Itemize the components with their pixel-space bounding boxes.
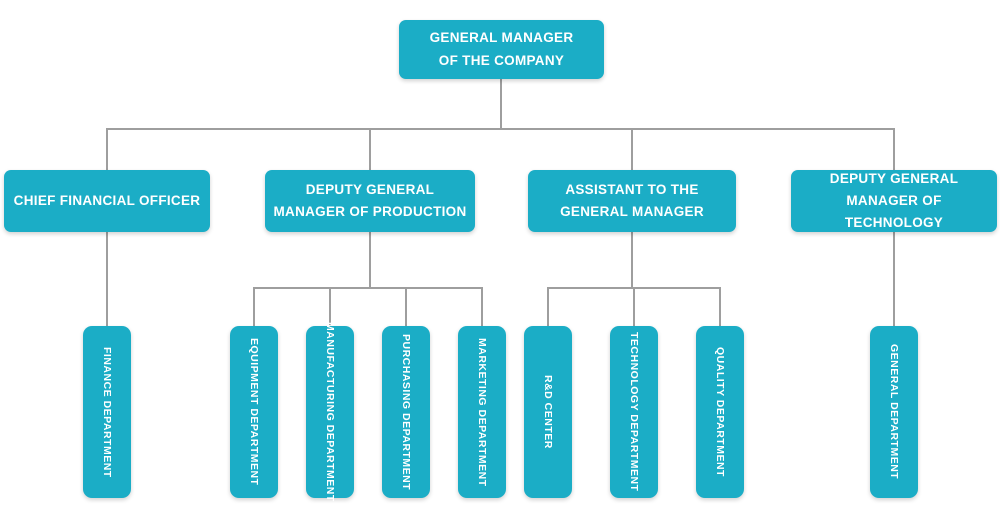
connector-line bbox=[631, 128, 633, 170]
node-deputy-gm-production: DEPUTY GENERAL MANAGER OF PRODUCTION bbox=[265, 170, 475, 232]
connector-line bbox=[253, 287, 255, 327]
connector-line bbox=[547, 287, 549, 327]
connector-line bbox=[329, 287, 331, 327]
connector-line bbox=[106, 128, 108, 170]
connector-line bbox=[369, 128, 371, 170]
connector-line bbox=[500, 79, 502, 129]
node-general-manager: GENERAL MANAGER OF THE COMPANY bbox=[399, 20, 604, 79]
node-assistant-general-manager: ASSISTANT TO THE GENERAL MANAGER bbox=[528, 170, 736, 232]
connector-line bbox=[106, 128, 895, 130]
connector-line bbox=[106, 231, 108, 326]
node-deputy-gm-technology: DEPUTY GENERAL MANAGER OF TECHNOLOGY bbox=[791, 170, 997, 232]
node-equipment-department: EQUIPMENT DEPARTMENT bbox=[230, 326, 278, 498]
node-chief-financial-officer: CHIEF FINANCIAL OFFICER bbox=[4, 170, 210, 232]
connector-line bbox=[631, 231, 633, 289]
connector-line bbox=[481, 287, 483, 327]
node-purchasing-department: PURCHASING DEPARTMENT bbox=[382, 326, 430, 498]
connector-line bbox=[369, 231, 371, 289]
connector-line bbox=[893, 128, 895, 170]
node-general-department: GENERAL DEPARTMENT bbox=[870, 326, 918, 498]
connector-line bbox=[253, 287, 483, 289]
node-marketing-department: MARKETING DEPARTMENT bbox=[458, 326, 506, 498]
node-manufacturing-department: MANUFACTURING DEPARTMENT bbox=[306, 322, 354, 502]
node-rd-center: R&D CENTER bbox=[524, 326, 572, 498]
connector-line bbox=[405, 287, 407, 327]
node-quality-department: QUALITY DEPARTMENT bbox=[696, 326, 744, 498]
node-finance-department: FINANCE DEPARTMENT bbox=[83, 326, 131, 498]
connector-line bbox=[633, 287, 635, 327]
connector-line bbox=[893, 231, 895, 326]
connector-line bbox=[719, 287, 721, 327]
node-technology-department: TECHNOLOGY DEPARTMENT bbox=[610, 326, 658, 498]
